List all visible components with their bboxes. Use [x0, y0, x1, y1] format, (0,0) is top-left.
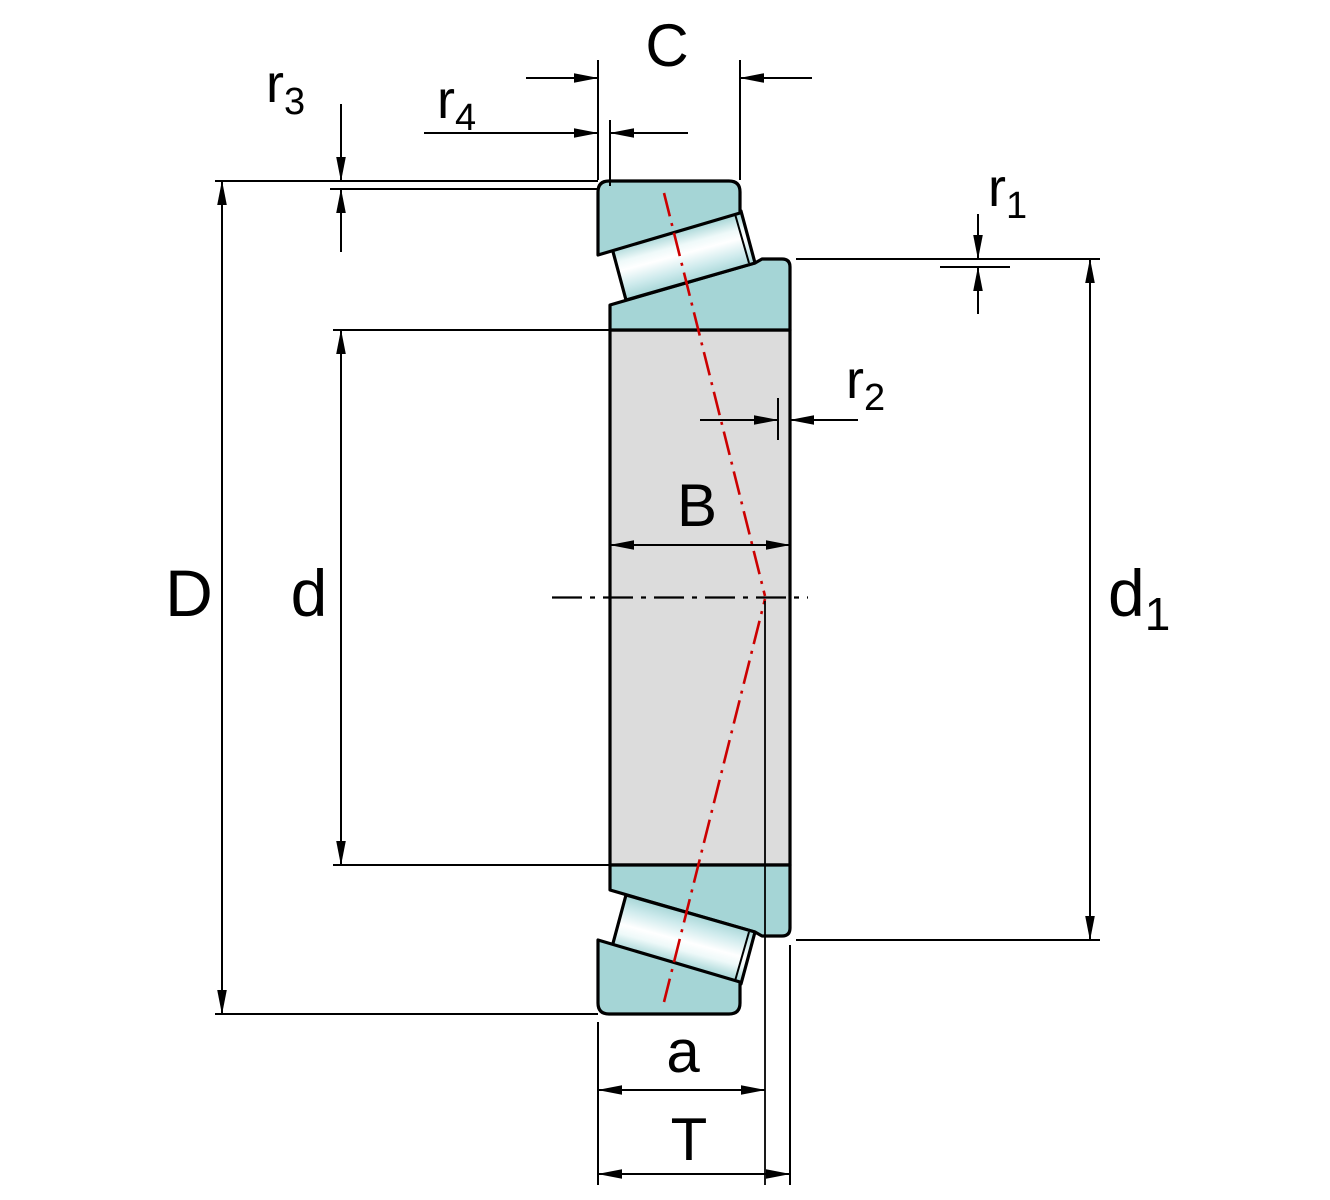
- label-r3: r3: [266, 54, 305, 123]
- label-r4: r4: [437, 70, 476, 139]
- inner-ring-bottom: [608, 863, 792, 938]
- load-action-line-top: [662, 192, 767, 597]
- label-D: D: [165, 556, 213, 630]
- inner-ring-top: [608, 257, 792, 332]
- label-B: B: [677, 472, 717, 539]
- outer-ring-top: [596, 179, 742, 257]
- label-r1: r1: [988, 158, 1027, 227]
- label-C: C: [645, 12, 688, 79]
- label-d: d: [291, 556, 328, 630]
- roller-end-face-line-bottom: [734, 931, 750, 982]
- load-action-line-bottom: [662, 598, 767, 1003]
- label-r2: r2: [846, 350, 885, 419]
- label-a: a: [666, 1018, 700, 1085]
- roller-end-face-line-top: [734, 213, 750, 264]
- label-T: T: [671, 1106, 708, 1173]
- label-d1: d1: [1108, 556, 1170, 640]
- outer-ring-bottom: [596, 938, 742, 1016]
